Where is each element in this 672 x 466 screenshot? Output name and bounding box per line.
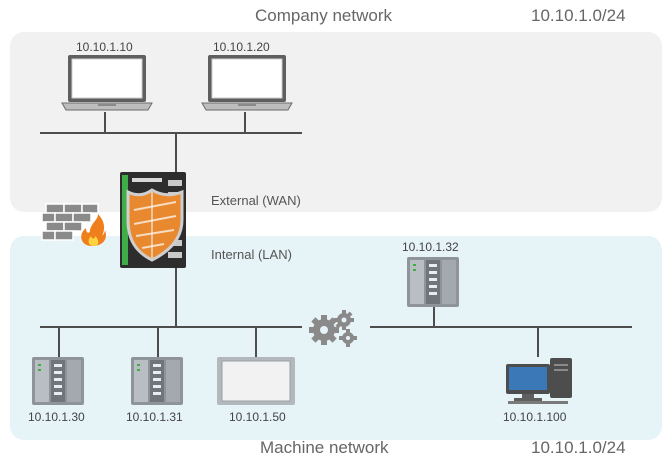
machine-network-subnet: 10.10.1.0/24 — [531, 438, 626, 457]
company-network-subnet: 10.10.1.0/24 — [531, 6, 626, 25]
plc-icon[interactable] — [130, 356, 184, 406]
laptop2-link — [244, 112, 246, 133]
workstation-ip-label: 10.10.1.100 — [503, 410, 567, 424]
internal-lan-label: Internal (LAN) — [211, 247, 292, 262]
hmi-panel-icon[interactable] — [216, 356, 296, 406]
company-network-title: Company network — [255, 6, 393, 25]
hmi-link — [255, 327, 257, 357]
router-wan-link — [175, 133, 177, 173]
router-lan-link — [175, 268, 177, 327]
external-wan-label: External (WAN) — [211, 193, 301, 208]
company-bus-line — [40, 132, 302, 134]
laptop-icon[interactable] — [60, 54, 156, 114]
plc32-link — [433, 306, 435, 327]
machine-bus-left — [40, 326, 302, 328]
workstation-icon[interactable] — [500, 356, 576, 406]
workstation-link — [537, 327, 539, 357]
plc-ip-label: 10.10.1.30 — [28, 410, 85, 424]
plc-ip-label: 10.10.1.31 — [126, 410, 183, 424]
laptop1-link — [104, 112, 106, 133]
machine-bus-right — [370, 326, 632, 328]
plc31-link — [157, 327, 159, 357]
machine-network-title: Machine network — [260, 438, 389, 457]
gears-icon — [309, 310, 357, 347]
laptop-ip-label: 10.10.1.10 — [76, 40, 133, 54]
security-router-icon[interactable] — [118, 170, 194, 270]
plc-icon[interactable] — [406, 256, 460, 308]
firewall-icon — [41, 203, 106, 246]
hmi-ip-label: 10.10.1.50 — [229, 410, 286, 424]
laptop-icon[interactable] — [200, 54, 296, 114]
laptop-ip-label: 10.10.1.20 — [213, 40, 270, 54]
plc-ip-label: 10.10.1.32 — [402, 240, 459, 254]
plc-icon[interactable] — [31, 356, 85, 406]
plc30-link — [58, 327, 60, 357]
